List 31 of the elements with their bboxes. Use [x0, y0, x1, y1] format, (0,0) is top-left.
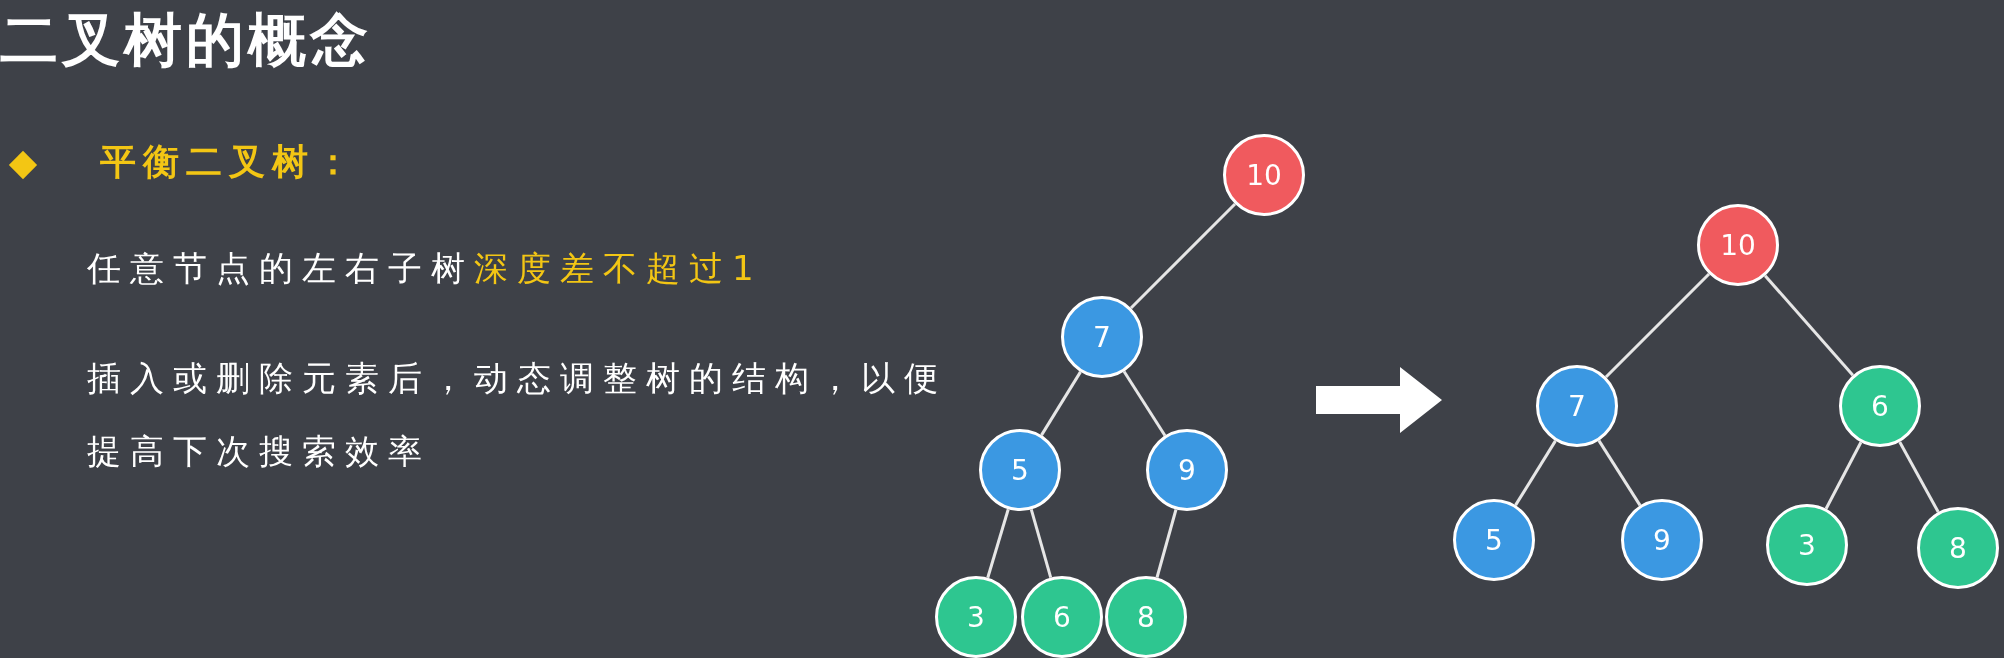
tree-node: 10 — [1697, 204, 1779, 286]
tree-edge — [1824, 441, 1863, 510]
heading: 平衡二叉树： — [100, 140, 358, 184]
body-text: 插入或删除元素后，动态调整树的结构，以便提高下次搜索效率 — [87, 357, 948, 473]
tree-edge — [1764, 274, 1854, 377]
tree-edge — [1597, 439, 1642, 507]
tree-node: 7 — [1061, 296, 1143, 378]
tree-node: 8 — [1105, 576, 1187, 658]
tree-edge — [986, 508, 1010, 579]
highlighted-text: 深度差不超过1 — [474, 247, 763, 290]
tree-edge — [1898, 441, 1940, 513]
tree-node: 6 — [1839, 365, 1921, 447]
tree-node: 5 — [979, 429, 1061, 511]
tree-node: 7 — [1536, 365, 1618, 447]
tree-node: 9 — [1621, 499, 1703, 581]
tree-edge — [1514, 440, 1557, 506]
tree-edge — [1604, 272, 1711, 379]
title: 二叉树的概念 — [0, 5, 372, 76]
tree-node: 10 — [1223, 134, 1305, 216]
tree-node: 3 — [935, 576, 1017, 658]
tree-edge — [1122, 370, 1167, 437]
tree-node: 6 — [1021, 576, 1103, 658]
tree-node: 9 — [1146, 429, 1228, 511]
tree-edge — [1029, 509, 1053, 578]
tree-node: 8 — [1917, 507, 1999, 589]
tree-node: 3 — [1766, 504, 1848, 586]
tree-edge — [1155, 509, 1178, 578]
body-text: 任意节点的左右子树 — [87, 247, 474, 290]
tree-edge — [1129, 202, 1237, 310]
tree-node: 5 — [1453, 499, 1535, 581]
tree-edge — [1040, 371, 1082, 436]
